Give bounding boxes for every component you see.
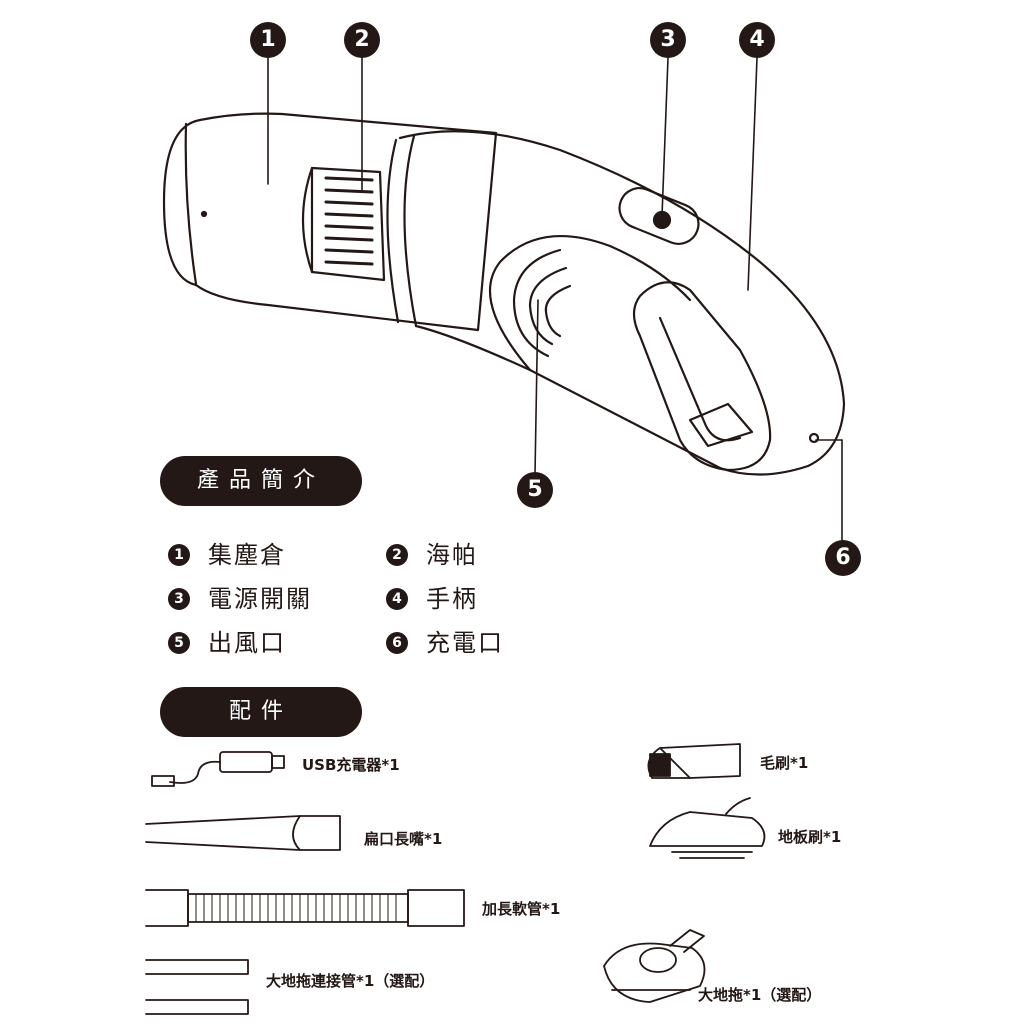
usb-charger-drawing [151,751,285,787]
part-label: 充電口 [426,629,504,657]
section-intro-heading: 產品簡介 [160,456,362,506]
part-number: 3 [168,588,190,610]
accessory-label-crevice-tool: 扁口長嘴*1 [364,830,443,848]
marker-2: 2 [344,22,380,58]
motor-body-drawing [386,130,846,476]
part-label: 手柄 [426,585,478,613]
hepa-filter-drawing [301,166,386,282]
marker-1: 1 [250,22,286,58]
part-label: 海帕 [426,541,478,569]
accessory-label-connector-tube: 大地拖連接管*1（選配） [266,972,435,990]
part-label: 電源開關 [208,585,312,613]
part-number: 6 [386,632,408,654]
section-accessories-heading: 配件 [160,687,362,737]
dust-bin-drawing [162,112,498,332]
crevice-tool-drawing [145,815,341,851]
marker-6: 6 [825,540,861,576]
part-number: 4 [386,588,408,610]
part-item: 3 電源開關 [168,580,312,616]
extension-hose-drawing [145,889,465,927]
accessory-label-usb-charger: USB充電器*1 [302,756,400,774]
accessory-label-floor-brush: 地板刷*1 [778,828,842,846]
part-item: 5 出風口 [168,624,286,660]
part-label: 出風口 [208,629,286,657]
part-number: 2 [386,544,408,566]
connector-tube-drawing [145,959,249,1015]
marker-5: 5 [517,472,553,508]
accessory-label-large-mop: 大地拖*1（選配） [698,986,822,1004]
large-mop-drawing [603,929,706,1003]
part-item: 4 手柄 [386,580,478,616]
part-item: 1 集塵倉 [168,536,286,572]
part-item: 2 海帕 [386,536,478,572]
marker-4: 4 [739,22,775,58]
part-number: 1 [168,544,190,566]
brush-tool-drawing [647,743,741,779]
accessory-label-brush: 毛刷*1 [760,754,809,772]
part-label: 集塵倉 [208,541,286,569]
marker-3: 3 [650,22,686,58]
accessory-label-extension-hose: 加長軟管*1 [482,900,561,918]
part-number: 5 [168,632,190,654]
floor-brush-drawing [649,797,766,859]
part-item: 6 充電口 [386,624,504,660]
leader-lines [267,57,843,541]
